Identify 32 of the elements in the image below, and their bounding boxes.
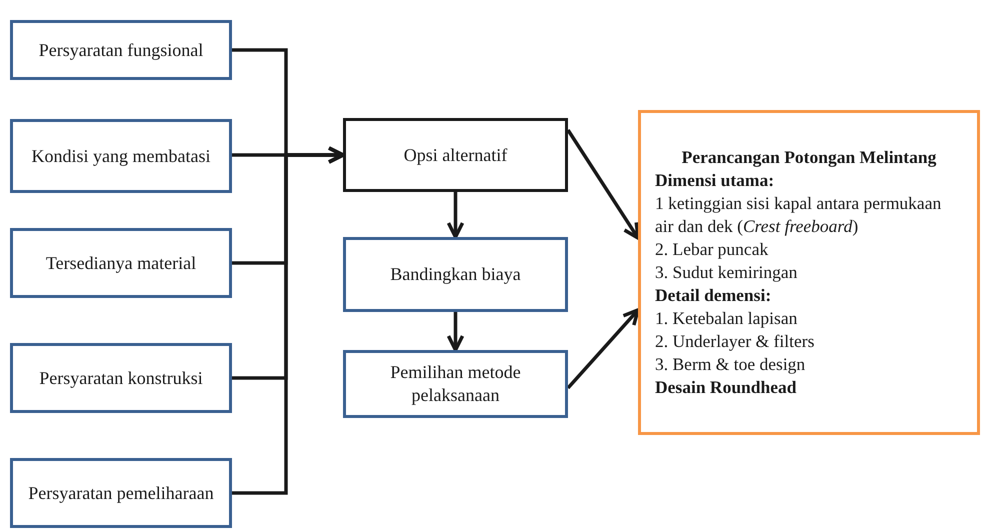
box-label: Kondisi yang membatasi [32, 144, 210, 168]
box-label: Bandingkan biaya [390, 263, 521, 286]
arrow [232, 146, 345, 495]
section-heading: Dimensi utama: [655, 169, 776, 192]
box-label: Persyaratan fungsional [38, 38, 204, 62]
box-label: Opsi alternatif [404, 144, 508, 166]
process-box [10, 458, 232, 528]
process-box [343, 350, 568, 418]
process-box [10, 343, 232, 413]
process-box [10, 119, 232, 193]
process-box [10, 20, 232, 80]
section-heading: Desain Roundhead [655, 376, 798, 399]
list-item: 1. Ketebalan lapisan [655, 307, 798, 330]
arrow [446, 312, 464, 352]
box-label: Tersedianya material [46, 252, 196, 274]
list-item: 2. Underlayer & filters [655, 330, 816, 353]
box-heading: Perancangan Potongan Melintang [680, 146, 938, 169]
arrow [446, 192, 464, 239]
list-item: 2. Lebar puncak [655, 238, 770, 261]
box-label: Pemilihan metode pelaksanaan [389, 361, 522, 407]
process-box [343, 118, 568, 192]
list-item: 3. Sudut kemiringan [655, 261, 798, 284]
arrow [566, 308, 640, 390]
arrow [566, 129, 640, 240]
box-label: Persyaratan konstruksi [39, 366, 203, 390]
process-box [10, 228, 232, 298]
process-box [343, 237, 568, 312]
section-heading: Detail demensi: [655, 284, 772, 307]
list-item: 3. Berm & toe design [655, 353, 806, 376]
list-item: 1 ketinggian sisi kapal antara permukaan air dan dek (Crest freeboard) [655, 192, 942, 238]
design-list-box [638, 110, 980, 435]
box-label: Persyaratan pemeliharaan [28, 482, 214, 504]
